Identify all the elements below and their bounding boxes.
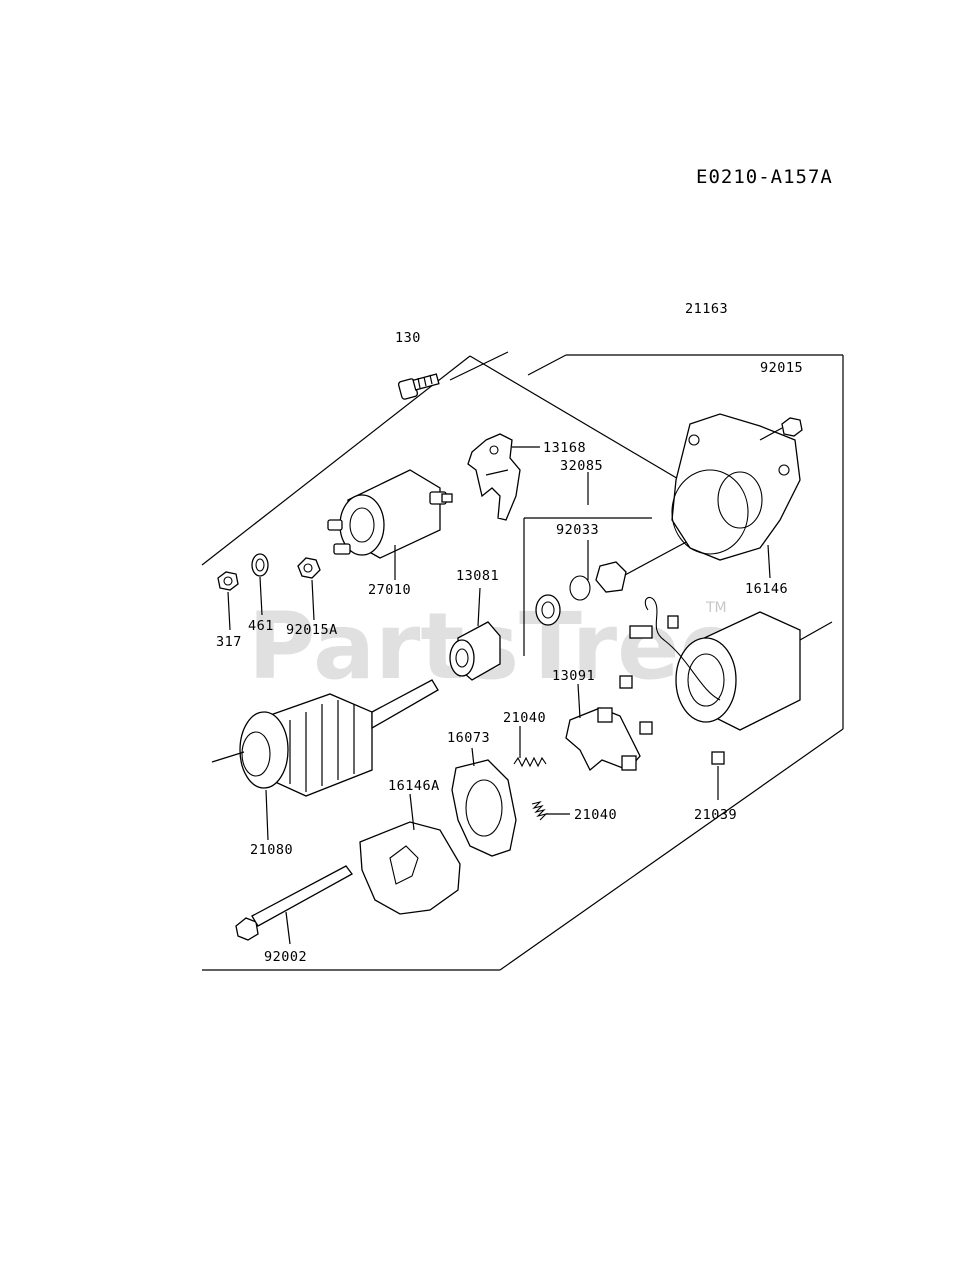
part-label-21163[interactable]: 21163 <box>685 301 728 317</box>
part-label-16146[interactable]: 16146 <box>745 581 788 597</box>
part-label-16073[interactable]: 16073 <box>447 730 490 746</box>
watermark-trademark: TM <box>705 600 727 616</box>
part-label-32085[interactable]: 32085 <box>560 458 603 474</box>
cover-16146A[interactable] <box>359 793 461 915</box>
brush-holder-13091[interactable] <box>565 683 641 772</box>
part-label-21040-top[interactable]: 21040 <box>503 710 546 726</box>
yoke-field-coil[interactable] <box>619 596 833 800</box>
bearing-set[interactable] <box>535 539 691 626</box>
bracket-32085-92033 <box>523 472 652 656</box>
diagram-code: E0210-A157A <box>696 166 833 188</box>
clutch-13081[interactable] <box>449 587 501 681</box>
solenoid-27010[interactable] <box>327 469 453 580</box>
bolt-130[interactable] <box>397 373 440 400</box>
part-label-21040-bottom[interactable]: 21040 <box>574 807 617 823</box>
part-label-130[interactable]: 130 <box>395 330 421 346</box>
part-label-13091[interactable]: 13091 <box>552 668 595 684</box>
nut-317[interactable] <box>217 571 239 631</box>
nut-92015[interactable] <box>759 417 803 441</box>
spring-21040-b[interactable] <box>531 800 570 821</box>
part-label-461[interactable]: 461 <box>248 618 274 634</box>
spring-21040-a[interactable] <box>513 726 547 768</box>
part-label-92002[interactable]: 92002 <box>264 949 307 965</box>
nut-92015A[interactable] <box>297 557 321 621</box>
part-label-27010[interactable]: 27010 <box>368 582 411 598</box>
lever-13168[interactable] <box>467 433 540 521</box>
plate-16073[interactable] <box>451 747 517 857</box>
part-label-92015[interactable]: 92015 <box>760 360 803 376</box>
part-label-16146A[interactable]: 16146A <box>388 778 440 794</box>
part-label-92015A[interactable]: 92015A <box>286 622 338 638</box>
assembly-frame <box>201 351 844 971</box>
housing-16146[interactable] <box>671 413 801 579</box>
part-label-317[interactable]: 317 <box>216 634 242 650</box>
part-label-21080[interactable]: 21080 <box>250 842 293 858</box>
armature-21080[interactable] <box>211 679 439 841</box>
part-label-13168[interactable]: 13168 <box>543 440 586 456</box>
part-label-21039[interactable]: 21039 <box>694 807 737 823</box>
bolt-92002[interactable] <box>235 865 353 945</box>
part-label-13081[interactable]: 13081 <box>456 568 499 584</box>
part-label-92033[interactable]: 92033 <box>556 522 599 538</box>
washer-461[interactable] <box>251 553 269 616</box>
